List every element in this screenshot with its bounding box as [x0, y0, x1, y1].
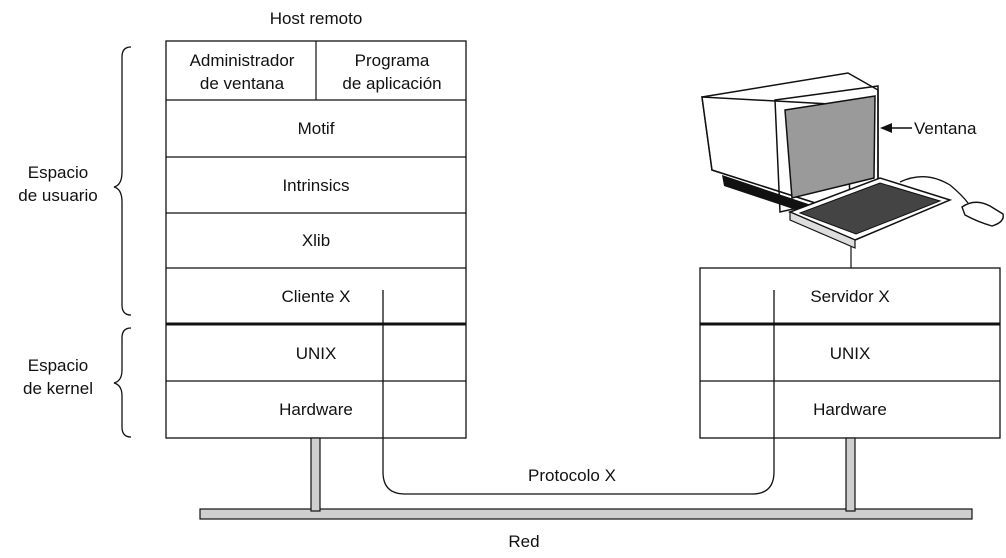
- remote-host-network-drop: [310, 437, 321, 512]
- keyboard-keys: [798, 182, 942, 235]
- user-space-label-line1: Espacio: [28, 163, 88, 182]
- layer-intrinsics: Intrinsics: [282, 176, 349, 195]
- application-program-label-line2: de aplicación: [342, 74, 441, 93]
- layer-hardware-server: Hardware: [813, 400, 887, 419]
- keyboard-edge: [789, 211, 856, 249]
- network-label: Red: [508, 532, 539, 551]
- layer-hardware-remote: Hardware: [279, 400, 353, 419]
- mouse: [961, 201, 1004, 227]
- server-host-frame: [699, 267, 1001, 439]
- window-manager-label-line1: Administrador: [190, 51, 295, 70]
- kernel-space-brace: [113, 327, 132, 438]
- user-space-brace: [113, 46, 132, 316]
- x-protocol-line: [382, 290, 775, 495]
- remote-host-stack: Administrador de ventana Programa de apl…: [165, 40, 467, 439]
- layer-unix-remote: UNIX: [296, 344, 337, 363]
- layer-motif: Motif: [298, 119, 335, 138]
- mouse-cord: [899, 176, 969, 204]
- network-bus: [199, 508, 973, 520]
- layer-x-server: Servidor X: [810, 287, 889, 306]
- layer-xlib: Xlib: [302, 231, 330, 250]
- remote-host-title: Host remoto: [270, 9, 363, 28]
- remote-host-frame: [165, 40, 467, 439]
- layer-x-client: Cliente X: [282, 287, 351, 306]
- user-space-label-line2: de usuario: [18, 186, 97, 205]
- kernel-space-label-line1: Espacio: [28, 356, 88, 375]
- server-host-network-drop: [845, 437, 856, 512]
- monitor-screen: [784, 95, 876, 199]
- window-arrow-head: [880, 123, 892, 133]
- window-label: Ventana: [914, 119, 977, 138]
- application-program-label-line1: Programa: [355, 51, 430, 70]
- layer-unix-server: UNIX: [830, 344, 871, 363]
- terminal-illustration: [701, 72, 1004, 249]
- kernel-space-label-line2: de kernel: [23, 379, 93, 398]
- server-host-stack: Servidor X UNIX Hardware: [699, 267, 1001, 439]
- window-manager-label-line2: de ventana: [200, 74, 285, 93]
- x-protocol-label: Protocolo X: [528, 466, 616, 485]
